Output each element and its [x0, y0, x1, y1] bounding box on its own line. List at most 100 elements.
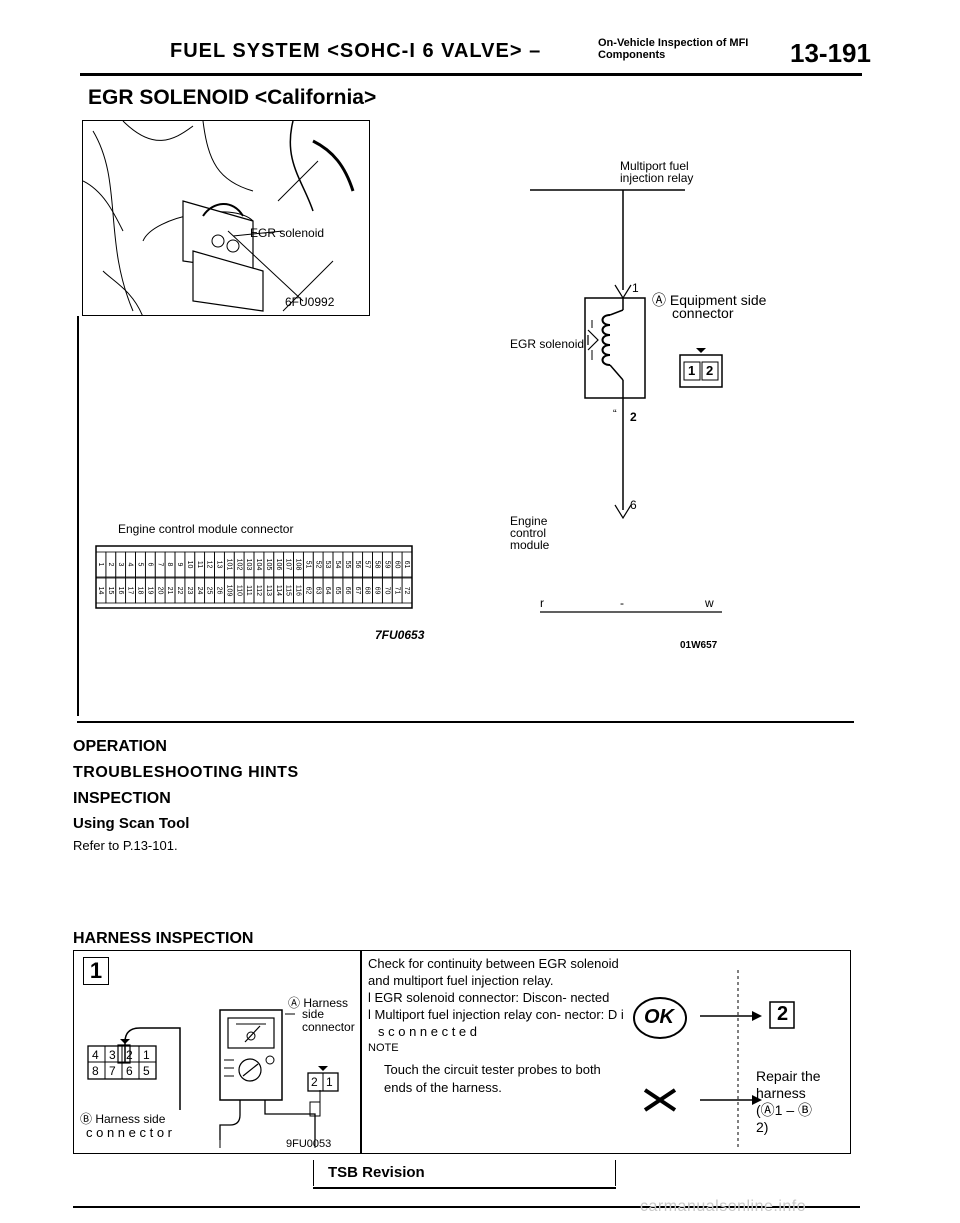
scan-tool-heading: Using Scan Tool [73, 815, 190, 832]
b-conn-pin-5: 5 [143, 1064, 150, 1078]
ecm-pin-number: 112 [255, 585, 262, 596]
ecm-pin-number: 102 [235, 559, 242, 571]
ecm-pin-number: 104 [255, 559, 262, 571]
ecm-pin-number: 8 [166, 563, 173, 567]
ecm-pin-number: 60 [393, 561, 400, 569]
ecm-pin-number: 63 [314, 587, 321, 595]
pin1-label: 1 [632, 281, 639, 295]
circuit-figure-code: 01W657 [680, 640, 718, 651]
ok-label: OK [644, 1006, 674, 1028]
ecm-pin-number: 4 [127, 563, 134, 567]
ecm-pin-number: 108 [295, 559, 302, 571]
pin2-label: 2 [630, 410, 637, 424]
condition-relay-connector: l Multiport fuel injection relay con- ne… [368, 1007, 624, 1039]
harness-inspection-box [73, 950, 851, 1154]
ecm-label-line3: module [510, 538, 550, 552]
wire-color-dash: - [620, 596, 624, 610]
repair-line3: (Ⓐ1 – Ⓑ [756, 1102, 813, 1118]
relay-label-line2: injection relay [620, 171, 694, 185]
ecm-pin-number: 62 [304, 587, 311, 595]
page-reference: Refer to P.13-101. [73, 838, 178, 853]
a-conn-pin-2: 2 [311, 1075, 318, 1089]
check-statement: Check for continuity between EGR solenoi… [368, 956, 619, 988]
wire-color-w: w [705, 596, 714, 610]
wire-color-r: r [540, 596, 544, 610]
note-text: Touch the circuit tester probes to both … [384, 1062, 601, 1095]
b-conn-pin-3: 3 [109, 1048, 116, 1062]
ecm-pin-number: 24 [196, 587, 203, 595]
a-harness-label-line3: connector [302, 1020, 355, 1034]
pin6-label: 6 [630, 498, 637, 512]
pin2-mark: “ [613, 408, 617, 420]
harness-inspection-heading: HARNESS INSPECTION [73, 930, 254, 947]
ecm-pin-number: 6 [146, 563, 153, 567]
result-arrows [633, 970, 795, 1150]
ecm-pin-number: 66 [344, 587, 351, 595]
b-conn-pin-2: 2 [126, 1048, 133, 1062]
repair-instruction: Repair the harness (Ⓐ1 – Ⓑ 2) [756, 1068, 821, 1136]
ecm-pin-number: 103 [245, 559, 252, 571]
site-watermark: carmanualsonline.info [640, 1198, 807, 1215]
ecm-pin-number: 61 [403, 561, 410, 569]
ecm-pin-number: 18 [137, 587, 144, 595]
circuit-diagram: Multiport fuel injection relay EGR solen… [510, 150, 850, 670]
header-title: FUEL SYSTEM <SOHC-I 6 VALVE> – [170, 40, 542, 62]
egr-solenoid-photo [82, 120, 370, 316]
ecm-pin-number: 56 [354, 561, 361, 569]
ecm-pin-number: 111 [245, 585, 252, 596]
inspection-heading: INSPECTION [73, 790, 171, 807]
repair-line1: Repair the [756, 1068, 821, 1084]
tsb-revision: TSB Revision [313, 1160, 616, 1186]
ecm-pin-number: 53 [324, 561, 331, 569]
egr-solenoid-photo-label: EGR solenoid [250, 226, 325, 240]
ecm-pin-number: 69 [374, 587, 381, 595]
ecm-pin-number: 20 [156, 587, 163, 595]
ecm-pin-number: 57 [364, 561, 371, 569]
check-conditions: l EGR solenoid connector: Discon- nected… [368, 989, 628, 1040]
equipment-connector-pin1: 1 [688, 363, 696, 378]
b-harness-label-line2: c o n n e c t o r [86, 1125, 172, 1140]
ecm-pin-number: 113 [265, 585, 272, 596]
ecm-pin-number: 110 [235, 585, 242, 596]
note-heading: NOTE [368, 1042, 399, 1054]
ecm-pin-number: 55 [344, 561, 351, 569]
a-harness-label-line1: Ⓐ Harness [288, 996, 349, 1010]
ecm-pin-number: 9 [176, 563, 183, 567]
ecm-pin-number: 107 [285, 559, 292, 571]
photo-figure-code: 6FU0992 [285, 295, 335, 309]
ok-next-step: 2 [777, 1003, 789, 1025]
engine-photo-sketch [83, 121, 355, 315]
repair-line2: harness [756, 1085, 806, 1101]
ecm-pin-number: 54 [334, 561, 341, 569]
relay-label-line1: Multiport fuel [620, 159, 689, 173]
ecm-pin-number: 3 [117, 563, 124, 567]
ecm-label-line1: Engine [510, 514, 548, 528]
ecm-pin-number: 10 [186, 561, 193, 569]
ecm-pin-number: 105 [265, 559, 272, 571]
header-divider [80, 73, 862, 76]
header-subtitle: On-Vehicle Inspection of MFI Components [598, 37, 748, 61]
harness-check-instructions: Check for continuity between EGR solenoi… [368, 955, 628, 1097]
ecm-pin-number: 116 [295, 585, 302, 596]
ecm-pin-number: 64 [324, 587, 331, 595]
ecm-pin-number: 52 [314, 561, 321, 569]
ecm-pin-number: 25 [206, 587, 213, 595]
ecm-connector-label: Engine control module connector [118, 522, 294, 536]
b-conn-pin-7: 7 [109, 1064, 116, 1078]
ecm-pin-number: 58 [374, 561, 381, 569]
ecm-pin-number: 59 [383, 561, 390, 569]
ecm-pin-number: 15 [107, 587, 114, 595]
ecm-pin-number: 22 [176, 587, 183, 595]
ecm-figure-code: 7FU0653 [375, 628, 425, 642]
ecm-pin-number: 106 [275, 559, 282, 571]
left-frame-line [77, 316, 79, 716]
equipment-side-label-line2: connector [672, 305, 734, 321]
ecm-pin-number: 67 [354, 587, 361, 595]
figure-bottom-rule [77, 721, 854, 723]
a-conn-pin-1: 1 [326, 1075, 333, 1089]
ecm-pin-number: 101 [225, 559, 232, 571]
ecm-pin-number: 72 [403, 587, 410, 595]
ecm-pin-number: 23 [186, 587, 193, 595]
